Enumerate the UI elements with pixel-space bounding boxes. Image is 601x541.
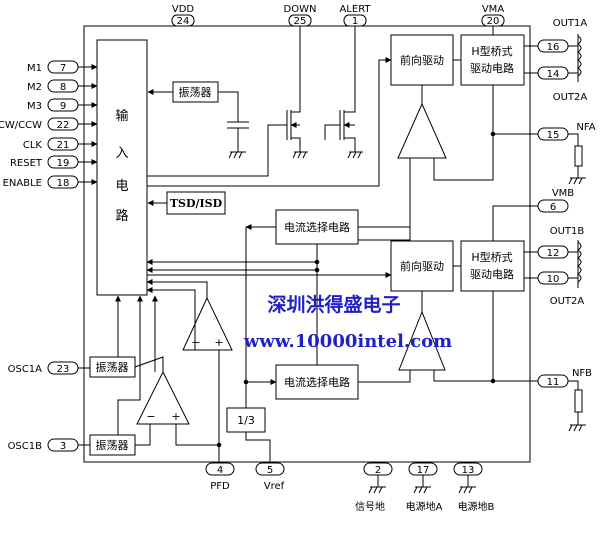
pin-enable-num: 18 [57, 178, 70, 189]
oscillator-mid-label: 振荡器 [96, 360, 129, 374]
oscillator-bot-label: 振荡器 [96, 438, 129, 452]
pin-pfd-num: 4 [217, 465, 223, 476]
pin-nfb-name: NFB [572, 368, 592, 379]
tsd-isd-label: TSD/ISD [170, 197, 223, 210]
pin-enable-name: ENABLE [3, 178, 42, 189]
pin-osc1b-num: 3 [60, 441, 66, 452]
opamp-lower-plus: + [171, 410, 180, 423]
pre-drive-b-label: 前向驱动 [400, 259, 444, 273]
pin-alert-name: ALERT [339, 4, 371, 15]
pin-osc1b-name: OSC1B [8, 441, 43, 452]
pin-vdd-num: 24 [177, 16, 190, 27]
divider-label: 1/3 [237, 414, 255, 427]
comparator-b-triangle [398, 310, 446, 371]
input-circuit-block [96, 39, 148, 296]
h-bridge-b-block [460, 240, 525, 292]
pin-vmb-name: VMB [552, 188, 574, 199]
pin-gnd-pb-num: 13 [462, 465, 475, 476]
h-bridge-b-label-1: H型桥式 [471, 250, 512, 264]
pin-osc1a-num: 23 [57, 364, 70, 375]
current-select-b-label: 电流选择电路 [284, 375, 350, 389]
comparator-a-triangle [397, 102, 447, 159]
pin-gnd-pb-name: 电源地B [458, 500, 495, 513]
pin-out2a-bot-num: 10 [547, 274, 560, 285]
pin-gnd-sig-name: 信号地 [355, 500, 385, 513]
pin-out2a-top-num: 14 [547, 69, 560, 80]
pin-pfd-name: PFD [210, 481, 230, 492]
pin-out2a-top-name: OUT2A [553, 92, 588, 103]
pin-gnd-pa-name: 电源地A [406, 500, 443, 513]
pin-reset-name: RESET [10, 158, 43, 169]
h-bridge-a-label-1: H型桥式 [471, 44, 512, 58]
pin-nfb-num: 11 [547, 377, 560, 388]
pin-cwccw-name: CW/CCW [0, 120, 42, 131]
pin-vma-name: VMA [482, 4, 504, 15]
opamp-lower-triangle [136, 370, 190, 425]
pin-vdd-box [171, 14, 195, 27]
watermark-url: www.10000intel.com [243, 331, 452, 352]
pin-m1-name: M1 [27, 63, 42, 74]
input-circuit-char-3: 电 [115, 179, 128, 194]
opamp-upper-minus: − [191, 336, 200, 349]
pin-osc1a-name: OSC1A [8, 364, 43, 375]
pin-out1b-num: 12 [547, 248, 560, 259]
pin-m1-num: 7 [60, 63, 66, 74]
pin-vma-num: 20 [487, 16, 500, 27]
pin-m2-name: M2 [27, 82, 42, 93]
pin-vref-name: Vref [264, 481, 285, 492]
pin-m3-num: 9 [60, 101, 66, 112]
pin-m2-num: 8 [60, 82, 66, 93]
pin-nfa-num: 15 [547, 130, 560, 141]
pin-nfa-name: NFA [576, 122, 595, 133]
pin-out1a-name: OUT1A [553, 18, 588, 29]
opamp-upper-triangle [182, 296, 233, 351]
watermark-company: 深圳洪得盛电子 [267, 293, 400, 316]
pin-reset-num: 19 [57, 158, 70, 169]
pin-out1a-num: 16 [547, 42, 560, 53]
pin-gnd-sig-num: 2 [375, 465, 381, 476]
pin-m3-name: M3 [27, 101, 42, 112]
pin-down-name: DOWN [284, 4, 317, 15]
pin-pfd-box [205, 462, 235, 476]
pin-vdd-name: VDD [172, 4, 195, 15]
h-bridge-a-block [460, 34, 525, 86]
pin-gnd-pa-num: 17 [417, 465, 430, 476]
pre-drive-a-label: 前向驱动 [400, 53, 444, 67]
pin-vref-num: 5 [267, 465, 273, 476]
pin-cwccw-num: 22 [57, 120, 70, 131]
opamp-upper-plus: + [214, 336, 223, 349]
oscillator-top-label: 振荡器 [179, 85, 212, 99]
h-bridge-b-label-2: 驱动电路 [470, 268, 514, 281]
pin-out2a-bot-name: OUT2A [550, 296, 585, 307]
pin-out1b-name: OUT1B [550, 226, 585, 237]
opamp-lower-minus: − [146, 410, 155, 423]
pin-clk-num: 21 [57, 140, 70, 151]
input-circuit-char-2: 入 [115, 146, 128, 161]
pin-down-num: 25 [294, 16, 307, 27]
input-circuit-char-4: 路 [115, 208, 128, 224]
pin-alert-num: 1 [352, 16, 358, 27]
pin-clk-name: CLK [23, 140, 43, 151]
pin-vmb-num: 6 [550, 202, 556, 213]
h-bridge-a-label-2: 驱动电路 [470, 62, 514, 75]
current-select-a-label: 电流选择电路 [284, 220, 350, 234]
input-circuit-char-1: 输 [115, 108, 128, 124]
